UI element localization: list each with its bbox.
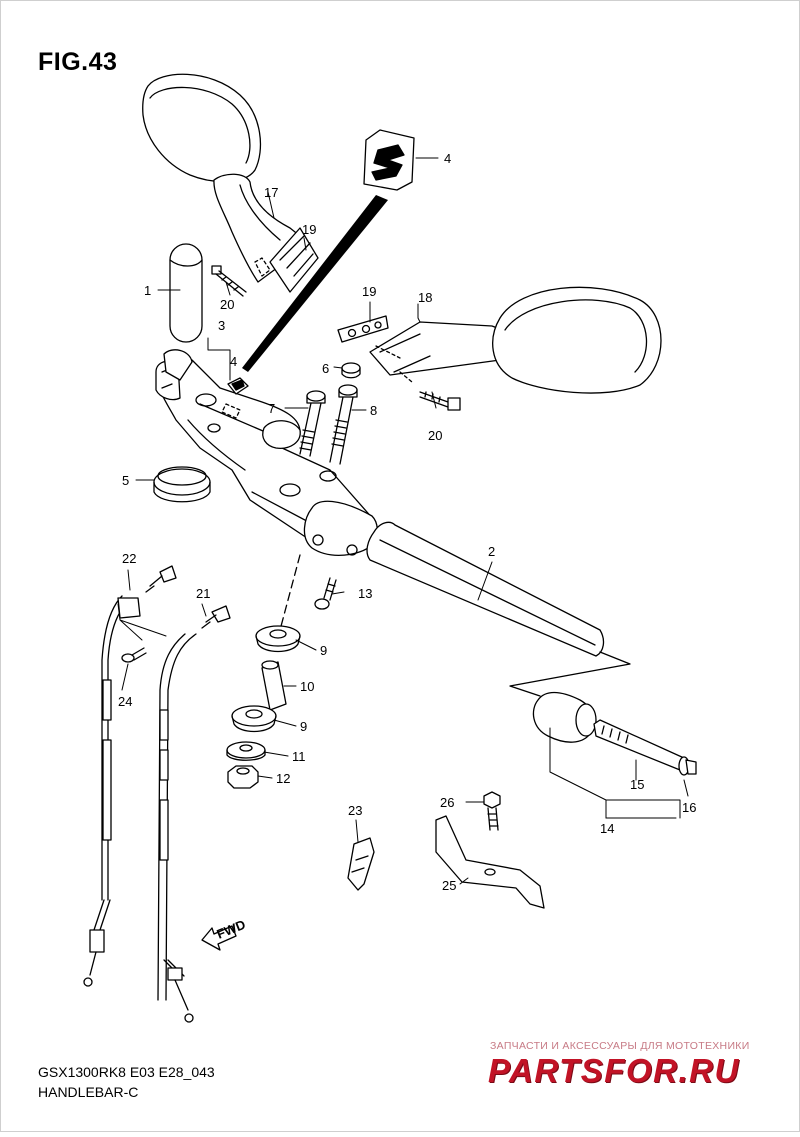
emblem-leader — [242, 195, 388, 372]
callout-19-left: 19 — [302, 222, 316, 237]
callout-16: 16 — [682, 800, 696, 815]
model-code: GSX1300RK8 E03 E28_043 — [38, 1064, 215, 1080]
bushing-upper — [255, 625, 301, 653]
callout-11: 11 — [292, 749, 306, 764]
throttle-cable-2 — [83, 565, 177, 987]
callout-25: 25 — [442, 878, 456, 893]
spacer-collar — [261, 660, 287, 711]
grip-tube — [169, 243, 203, 343]
callout-18: 18 — [418, 290, 432, 305]
callout-2: 2 — [488, 544, 495, 559]
clamp-screw — [314, 577, 337, 610]
fwd-arrow-icon: FWD — [201, 917, 248, 951]
callout-8: 8 — [370, 403, 377, 418]
callout-17: 17 — [264, 185, 278, 200]
watermark-logo: PARTSFOR.RU — [488, 1052, 740, 1089]
callout-14: 14 — [600, 821, 614, 836]
bushing-lower — [231, 705, 277, 733]
leader-lines — [117, 157, 689, 885]
mini-emblem — [227, 377, 249, 395]
callout-20-right: 20 — [428, 428, 442, 443]
throttle-cable-1 — [157, 605, 231, 1023]
bolt-cap — [341, 362, 361, 379]
callout-21: 21 — [196, 586, 210, 601]
left-mirror — [142, 73, 319, 293]
callout-5: 5 — [122, 473, 129, 488]
bracket-bolt — [483, 791, 501, 831]
figure-title: FIG.43 — [38, 48, 118, 76]
rubber-ring — [153, 466, 211, 503]
washer — [226, 741, 266, 761]
callout-7: 7 — [268, 401, 275, 416]
callout-23: 23 — [348, 803, 362, 818]
callout-9-upper: 9 — [320, 643, 327, 658]
callout-4-top: 4 — [444, 151, 451, 166]
callout-19-right: 19 — [362, 284, 376, 299]
hex-nut — [227, 765, 259, 789]
callout-26: 26 — [440, 795, 454, 810]
callout-numbers: 1 2 3 4 4 5 6 7 8 9 9 10 11 12 13 14 15 … — [118, 151, 696, 893]
cable-guide — [347, 837, 375, 891]
clamp-bolt-long — [299, 390, 326, 457]
callout-9-lower: 9 — [300, 719, 307, 734]
mirror-gasket-right — [337, 315, 389, 343]
mirror-bolt-left — [211, 265, 247, 297]
section-name: HANDLEBAR-C — [38, 1084, 139, 1100]
callout-10: 10 — [300, 679, 314, 694]
watermark-subtitle: ЗАПЧАСТИ И АКСЕССУАРЫ ДЛЯ МОТОТЕХНИКИ — [490, 1040, 750, 1052]
cable-screw — [121, 647, 147, 663]
callout-3: 3 — [218, 318, 225, 333]
callout-20-left: 20 — [220, 297, 234, 312]
callout-6: 6 — [322, 361, 329, 376]
callout-4-clamp: 4 — [230, 354, 237, 369]
clamp-bolt-short — [329, 384, 358, 465]
suzuki-emblem-top — [363, 129, 415, 191]
callout-1: 1 — [144, 283, 151, 298]
callout-12: 12 — [276, 771, 290, 786]
callout-24: 24 — [118, 694, 132, 709]
right-mirror — [369, 286, 662, 394]
callout-22: 22 — [122, 551, 136, 566]
cable-bracket — [435, 815, 545, 909]
assembly-centerline — [279, 554, 301, 631]
mirror-bolt-right — [419, 391, 461, 411]
callout-15: 15 — [630, 777, 644, 792]
handlebar-pipe — [303, 500, 631, 697]
callout-13: 13 — [358, 586, 372, 601]
bar-end-weight — [532, 691, 697, 776]
